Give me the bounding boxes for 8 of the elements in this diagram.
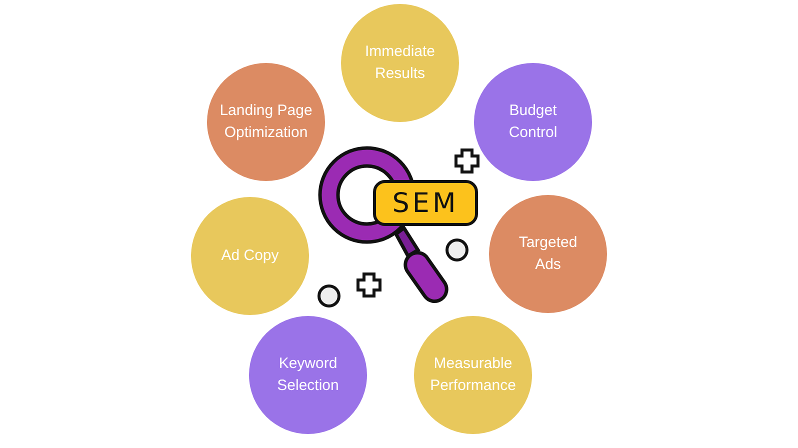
- label-badge: SEM: [373, 180, 478, 226]
- benefit-circle: Keyword Selection: [249, 316, 367, 434]
- benefit-circle: Ad Copy: [191, 197, 309, 315]
- benefit-circle: Measurable Performance: [414, 316, 532, 434]
- benefit-circle: Targeted Ads: [489, 195, 607, 313]
- benefit-circle: Immediate Results: [341, 4, 459, 122]
- benefit-circle: Budget Control: [474, 63, 592, 181]
- benefit-circle: Landing Page Optimization: [207, 63, 325, 181]
